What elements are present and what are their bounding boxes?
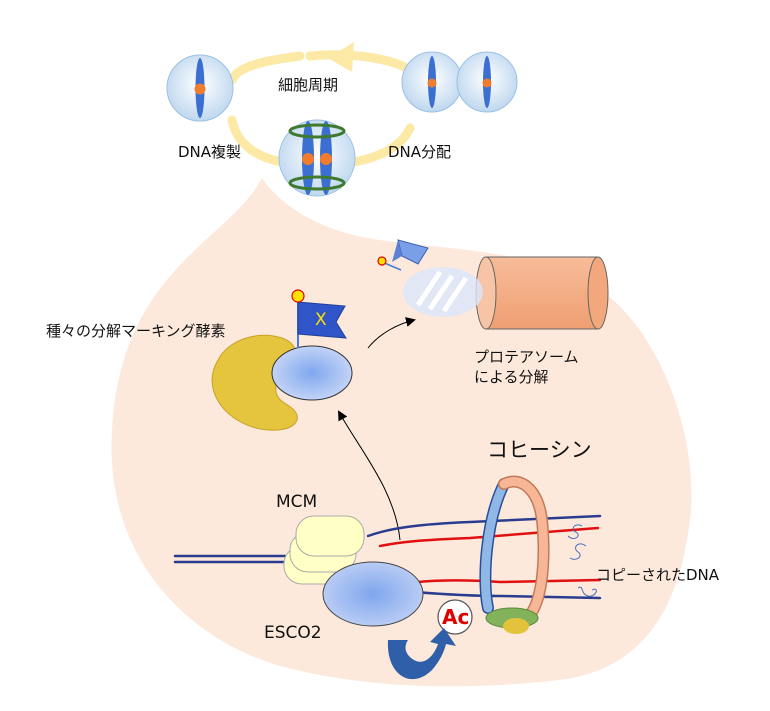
flag-mark-label: X (315, 310, 327, 330)
arrow-to-proteasome (367, 317, 416, 349)
degrading-substrate (403, 267, 483, 317)
cohesin-base (485, 607, 539, 634)
label-cell-cycle: 細胞周期 (278, 76, 339, 94)
cell-divided-left (401, 51, 463, 113)
acetyl-label: Ac (442, 605, 470, 629)
cell-mitotic-left (166, 54, 234, 122)
label-mcm: MCM (276, 492, 318, 512)
arrow-from-cohesin (338, 410, 401, 541)
ubiquitin-flag (291, 289, 347, 348)
label-proteasome-line2: による分解 (474, 368, 549, 386)
cohesin-ring (479, 475, 550, 618)
substrate-protein (271, 345, 353, 401)
label-esco2: ESCO2 (264, 623, 322, 643)
acetyl-group (437, 599, 473, 635)
label-dna-replication: DNA複製 (178, 143, 242, 161)
proteasome-cylinder (475, 256, 609, 330)
label-proteasome-line1: プロテアソーム (474, 348, 579, 366)
mcm-complex (283, 515, 365, 585)
copied-dna-squiggles (567, 524, 597, 597)
cell-cycle-arrowhead (328, 42, 354, 72)
label-dna-segregation: DNA分配 (388, 143, 452, 161)
label-cohesin: コヒーシン (487, 438, 592, 462)
label-copied-dna: コピーされたDNA (596, 566, 720, 584)
marking-enzyme (211, 334, 298, 431)
small-flag (377, 239, 429, 271)
label-marking-enzymes: 種々の分解マーキング酵素 (46, 322, 226, 340)
cell-divided-right (456, 51, 518, 113)
esco2-protein (322, 561, 424, 627)
acetylation-arrow (387, 628, 456, 680)
cell-replicated (278, 119, 356, 197)
